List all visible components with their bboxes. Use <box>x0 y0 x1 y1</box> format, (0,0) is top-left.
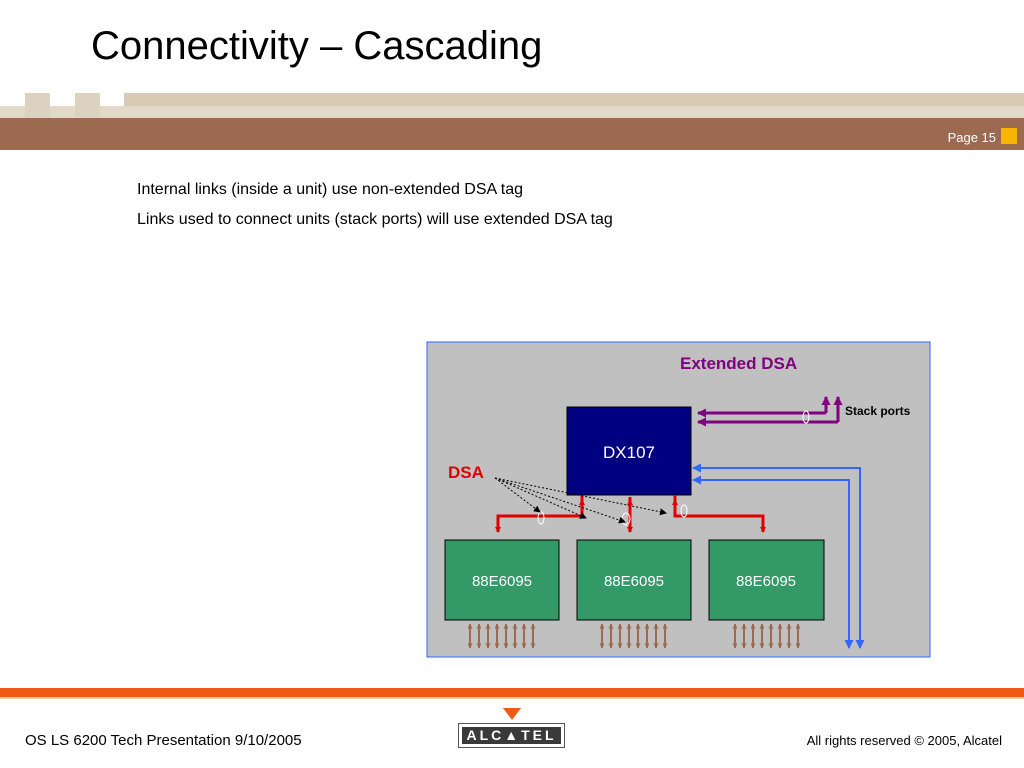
footer-copyright: All rights reserved © 2005, Alcatel <box>806 733 1002 748</box>
footer-accent-bar <box>0 688 1024 697</box>
dsa-callout-lines <box>494 477 667 524</box>
header-band-mid <box>0 106 1024 118</box>
footer-accent-line <box>0 697 1024 699</box>
extended-dsa-label: Extended DSA <box>680 354 797 373</box>
footer-presentation-info: OS LS 6200 Tech Presentation 9/10/2005 <box>25 732 302 749</box>
switch-chip-1-label: 88E6095 <box>472 573 532 590</box>
header-band-dark <box>0 118 1024 150</box>
alcatel-logo-text: ALC▲TEL <box>462 727 561 744</box>
switch-chip-1-box <box>444 539 560 621</box>
internal-dsa-links <box>495 495 766 533</box>
switch-chip-3-box <box>708 539 825 621</box>
master-chip-label: DX107 <box>603 443 655 462</box>
header-band-light <box>124 93 1024 106</box>
master-chip-box <box>566 406 692 496</box>
switch-chip-2-label: 88E6095 <box>604 573 664 590</box>
alcatel-logo: ALC▲TEL <box>458 723 565 748</box>
switch-chip-3-label: 88E6095 <box>736 573 796 590</box>
blue-uplinks <box>692 463 865 649</box>
header-square-2 <box>75 93 100 118</box>
dsa-label: DSA <box>448 463 484 482</box>
header-square-1 <box>25 93 50 118</box>
slide-title: Connectivity – Cascading <box>91 24 543 68</box>
stack-ports-label: Stack ports <box>845 404 911 418</box>
logo-arrow-icon <box>503 708 521 720</box>
bullet-internal-links: Internal links (inside a unit) use non-e… <box>137 181 524 198</box>
front-panel-ports <box>467 623 801 649</box>
page-number: Page 15 <box>947 130 996 145</box>
switch-chip-2-box <box>576 539 692 621</box>
page-marker-square <box>1001 128 1017 144</box>
stack-port-links <box>697 396 843 427</box>
stack-port-ring <box>802 410 810 424</box>
bullet-stack-links: Links used to connect units (stack ports… <box>137 211 613 228</box>
